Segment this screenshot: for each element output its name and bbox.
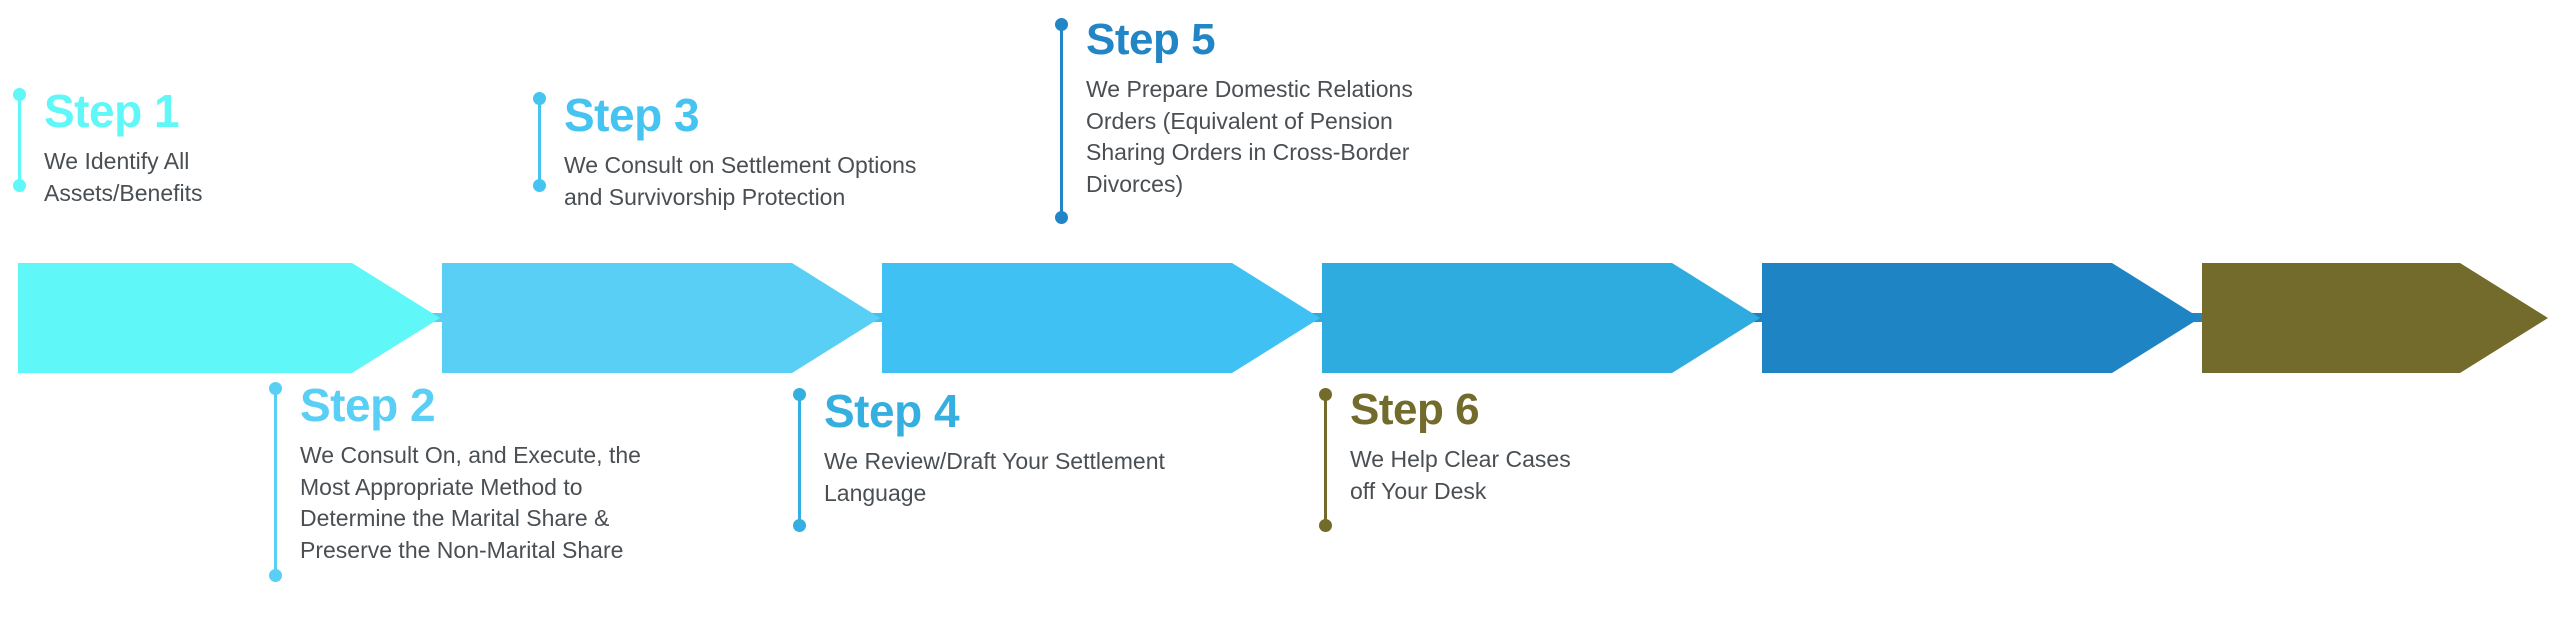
marker-dot-bottom-icon bbox=[13, 179, 26, 192]
marker-dot-bottom-icon bbox=[533, 179, 546, 192]
process-arrow-band bbox=[0, 263, 2560, 373]
marker-stem bbox=[1060, 23, 1063, 219]
step-label-2: Step 2 We Consult On, and Execute, the M… bbox=[268, 382, 641, 582]
step-heading-3: Step 3 bbox=[564, 89, 700, 141]
arrow-step-4[interactable] bbox=[1322, 263, 1760, 373]
marker-stem bbox=[798, 393, 801, 527]
step-marker-line-3 bbox=[532, 92, 546, 192]
step-body-4: We Review/Draft Your Settlement Language bbox=[824, 448, 1165, 506]
step-marker-line-6 bbox=[1318, 388, 1332, 532]
step-body-3: We Consult on Settlement Options and Sur… bbox=[564, 152, 917, 210]
step-body-6: We Help Clear Cases off Your Desk bbox=[1350, 446, 1571, 504]
arrow-step-2[interactable] bbox=[442, 263, 880, 373]
step-marker-line-5 bbox=[1054, 18, 1068, 224]
marker-stem bbox=[274, 387, 277, 577]
marker-dot-bottom-icon bbox=[1055, 211, 1068, 224]
marker-dot-bottom-icon bbox=[793, 519, 806, 532]
step-label-5: Step 5 We Prepare Domestic Relations Ord… bbox=[1054, 18, 1413, 224]
step-label-1: Step 1 We Identify All Assets/Benefits bbox=[12, 88, 203, 209]
marker-stem bbox=[18, 93, 21, 187]
arrow-step-3[interactable] bbox=[882, 263, 1320, 373]
step-heading-6: Step 6 bbox=[1350, 385, 1480, 434]
step-body-5: We Prepare Domestic Relations Orders (Eq… bbox=[1086, 76, 1413, 198]
arrow-step-5[interactable] bbox=[1762, 263, 2200, 373]
step-label-3: Step 3 We Consult on Settlement Options … bbox=[532, 92, 916, 213]
step-marker-line-1 bbox=[12, 88, 26, 192]
marker-dot-bottom-icon bbox=[269, 569, 282, 582]
step-heading-4: Step 4 bbox=[824, 385, 960, 437]
step-label-6: Step 6 We Help Clear Cases off Your Desk bbox=[1318, 388, 1571, 532]
arrow-step-6[interactable] bbox=[2202, 263, 2548, 373]
step-label-4: Step 4 We Review/Draft Your Settlement L… bbox=[792, 388, 1165, 532]
step-heading-1: Step 1 bbox=[44, 85, 180, 137]
step-body-2: We Consult On, and Execute, the Most App… bbox=[300, 442, 641, 564]
step-marker-line-4 bbox=[792, 388, 806, 532]
step-marker-line-2 bbox=[268, 382, 282, 582]
marker-stem bbox=[538, 97, 541, 187]
marker-dot-bottom-icon bbox=[1319, 519, 1332, 532]
step-heading-2: Step 2 bbox=[300, 379, 436, 431]
marker-stem bbox=[1324, 393, 1327, 527]
step-heading-5: Step 5 bbox=[1086, 15, 1216, 64]
step-body-1: We Identify All Assets/Benefits bbox=[44, 148, 203, 206]
arrow-step-1[interactable] bbox=[18, 263, 440, 373]
